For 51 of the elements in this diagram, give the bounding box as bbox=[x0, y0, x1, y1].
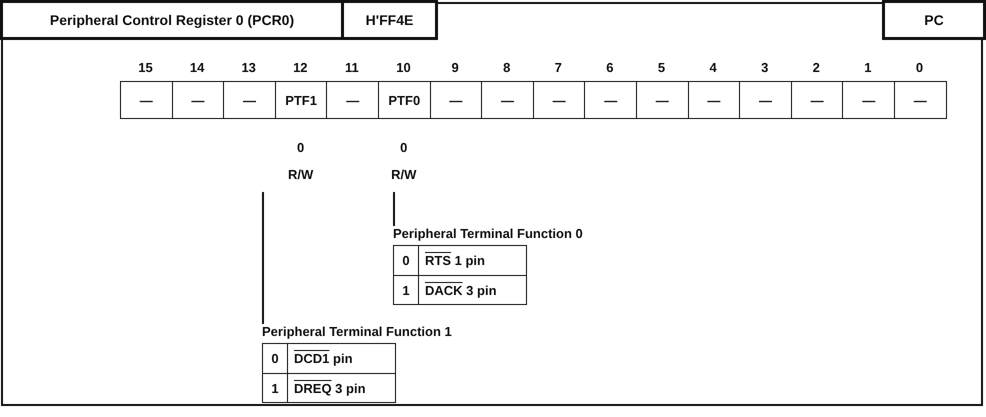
table-cell-text: DCD1 pin bbox=[293, 350, 353, 368]
register-address: H'FF4E bbox=[341, 0, 438, 40]
bit-number: 14 bbox=[188, 60, 206, 75]
table-cell: 0 bbox=[263, 344, 288, 373]
bit-field-cell: PTF0 bbox=[378, 81, 431, 119]
bit-field-cell: PTF1 bbox=[274, 81, 328, 119]
bit-number: 2 bbox=[812, 60, 821, 75]
bit-number: 1 bbox=[863, 60, 872, 75]
bit-number: 7 bbox=[554, 60, 563, 75]
bit-number: 9 bbox=[450, 60, 460, 75]
bit-field-cell: — bbox=[430, 81, 482, 119]
table-cell: 0 bbox=[394, 246, 419, 275]
access-label: R/W bbox=[274, 167, 326, 182]
register-title: Peripheral Control Register 0 (PCR0) bbox=[0, 0, 344, 40]
bit-number: 10 bbox=[395, 60, 412, 75]
bit-number: 6 bbox=[605, 60, 614, 75]
bit-number: 12 bbox=[292, 60, 309, 75]
access-label: R/W bbox=[378, 167, 430, 182]
bit-number: 5 bbox=[656, 60, 666, 75]
table-cell: 1 bbox=[394, 276, 419, 304]
module-tag: PC bbox=[882, 0, 986, 40]
bit-number: 3 bbox=[760, 60, 770, 75]
table-title: Peripheral Terminal Function 0 bbox=[393, 226, 583, 241]
bit-number: 8 bbox=[502, 60, 512, 75]
table-cell-text: DREQ 3 pin bbox=[293, 380, 366, 398]
bit-field-cell: — bbox=[326, 81, 379, 119]
leader-line bbox=[262, 192, 264, 324]
bit-number: 4 bbox=[708, 60, 718, 75]
bit-field-cell: — bbox=[120, 81, 173, 119]
bit-number: 11 bbox=[344, 60, 360, 75]
bit-field-cell: — bbox=[172, 81, 224, 119]
bit-field-cell: — bbox=[636, 81, 689, 119]
bit-field-cell: — bbox=[584, 81, 637, 119]
bit-field-cell: — bbox=[532, 81, 586, 119]
table-cell-text: DACK 3 pin bbox=[424, 282, 497, 300]
table-cell-text: RTS 1 pin bbox=[424, 252, 485, 270]
bit-field-cell: — bbox=[688, 81, 740, 119]
leader-line bbox=[393, 192, 395, 226]
bit-number: 15 bbox=[137, 60, 154, 75]
bit-field-cell: — bbox=[739, 81, 792, 119]
bit-number: 0 bbox=[914, 60, 924, 75]
bit-field-cell: — bbox=[481, 81, 534, 119]
table-cell: 1 bbox=[263, 374, 288, 402]
initial-value: 0 bbox=[296, 140, 306, 155]
bit-field-cell: — bbox=[894, 81, 947, 119]
bit-field-cell: — bbox=[223, 81, 276, 119]
bit-field-cell: — bbox=[790, 81, 844, 119]
bit-number: 13 bbox=[240, 60, 257, 75]
bit-field-cell: — bbox=[842, 81, 895, 119]
initial-value: 0 bbox=[399, 140, 408, 155]
table-title: Peripheral Terminal Function 1 bbox=[262, 324, 452, 339]
